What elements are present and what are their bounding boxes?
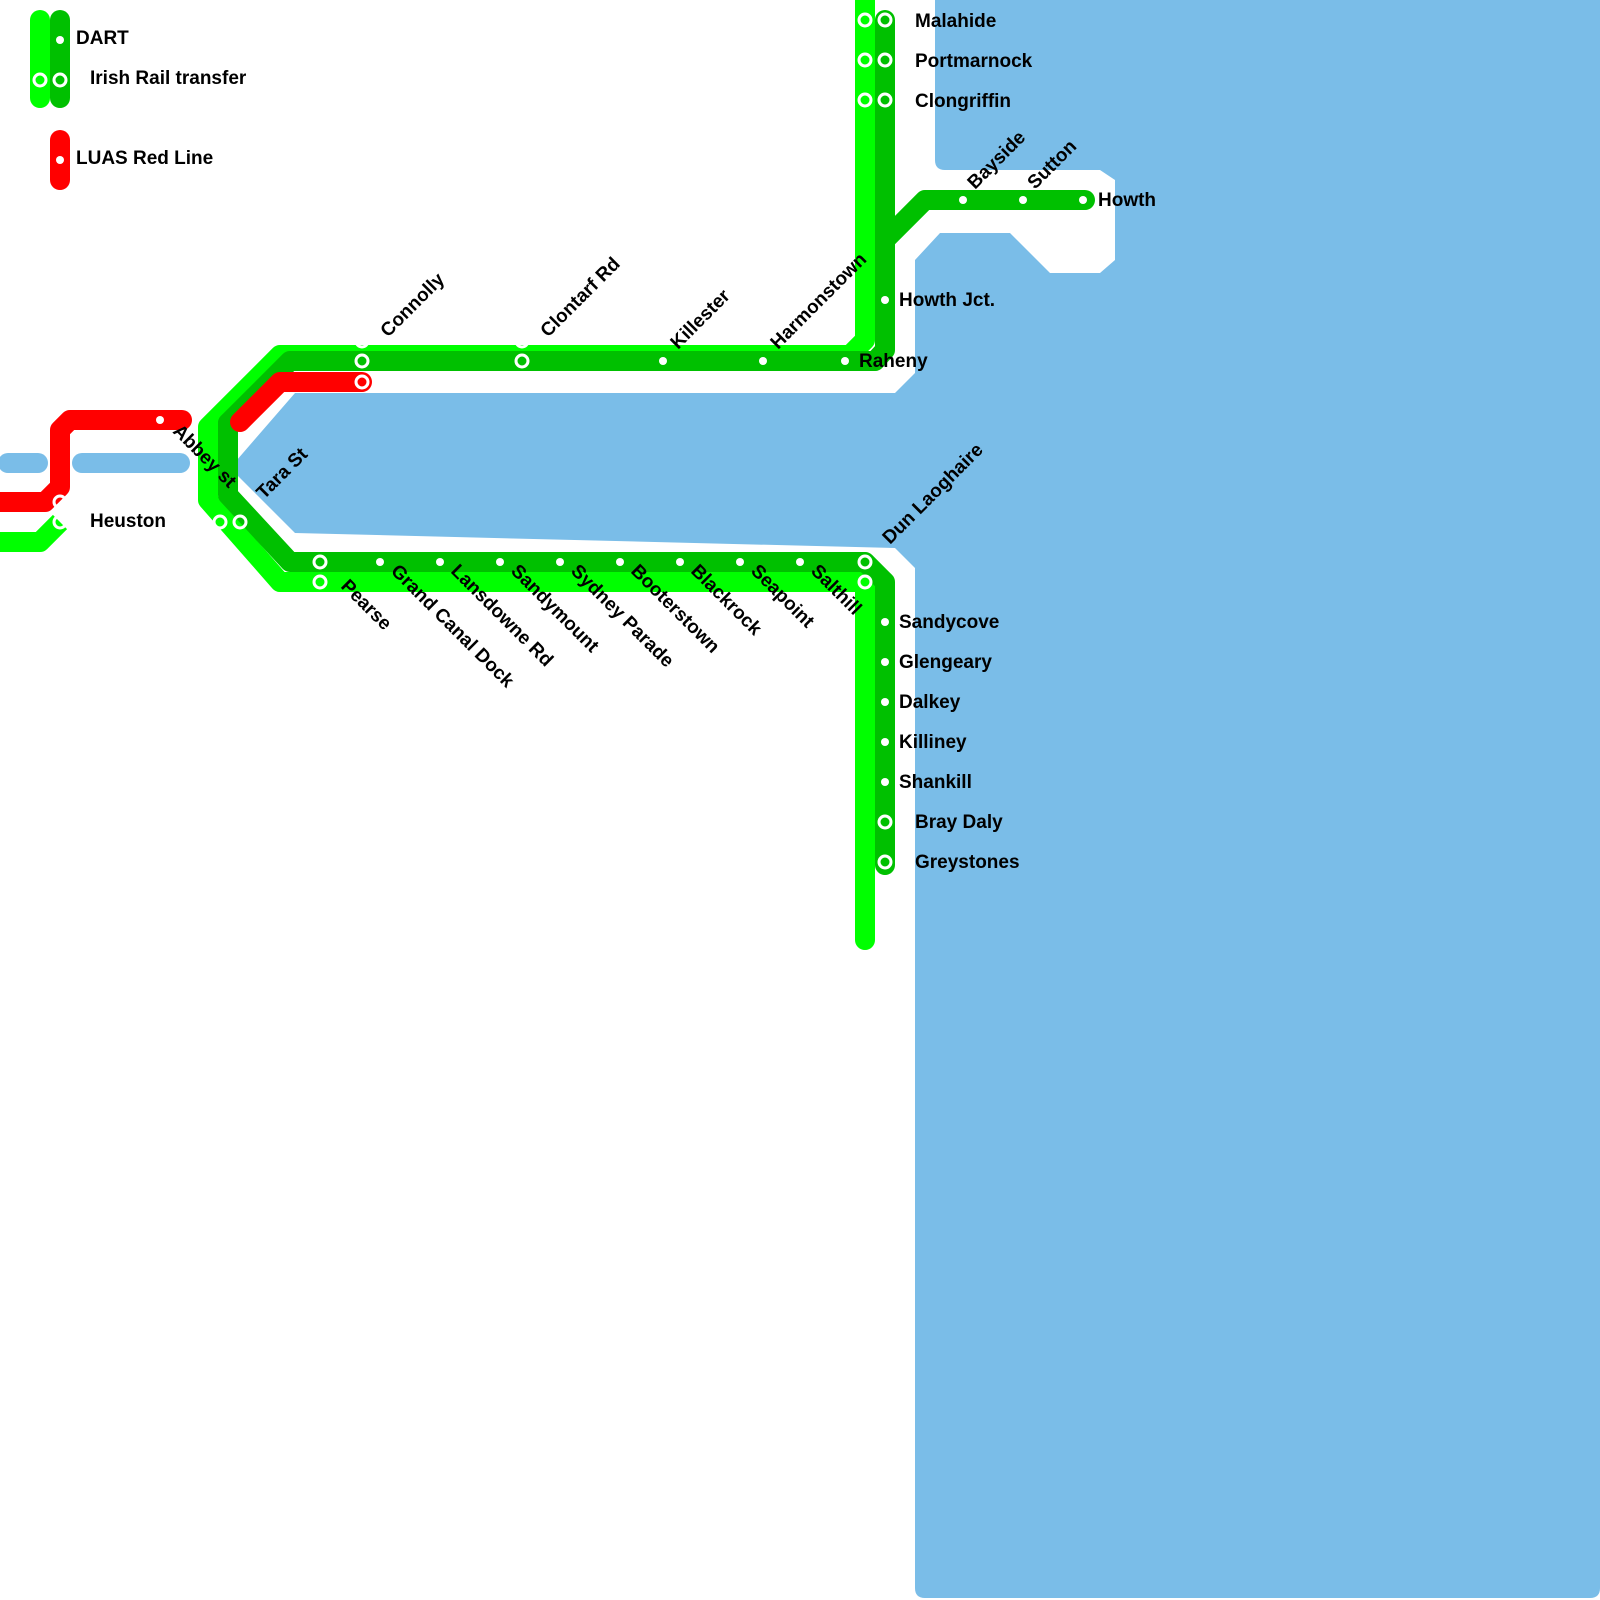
salthill-station-dot[interactable] [796, 558, 804, 566]
legend-station-dot [56, 36, 64, 44]
dalkey-station-dot[interactable] [881, 698, 889, 706]
lansdowne-rd-station-dot[interactable] [436, 558, 444, 566]
connolly-luas-transfer-ring[interactable] [354, 374, 370, 390]
legend-luas-dot [56, 156, 64, 164]
luas-red-line [0, 410, 192, 512]
station-label-howth-jct[interactable]: Howth Jct. [899, 290, 995, 311]
dun-laoghaire-transfer-ring[interactable] [857, 554, 873, 570]
station-label-killester[interactable]: Killester [667, 285, 735, 353]
dart-line-west [0, 514, 68, 552]
raheny-station-dot[interactable] [841, 357, 849, 365]
sydney-parade-station-dot[interactable] [556, 558, 564, 566]
station-label-dalkey[interactable]: Dalkey [899, 692, 961, 713]
legend-transfer-ring [32, 72, 48, 88]
station-label-malahide[interactable]: Malahide [915, 11, 996, 32]
station-label-sandycove[interactable]: Sandycove [899, 612, 999, 633]
connolly-dart-transfer-ring[interactable] [354, 333, 370, 349]
sandymount-station-dot[interactable] [496, 558, 504, 566]
sandycove-station-dot[interactable] [881, 618, 889, 626]
bayside-station-dot[interactable] [959, 196, 967, 204]
blackrock-station-dot[interactable] [676, 558, 684, 566]
pearse-transfer-ring[interactable] [312, 554, 328, 570]
clongriffin-dart-transfer-ring[interactable] [857, 92, 873, 108]
luas-red-line-east [230, 372, 372, 432]
clongriffin-transfer-ring[interactable] [877, 92, 893, 108]
howth-jct-station-dot[interactable] [881, 296, 889, 304]
pearse-dart-transfer-ring[interactable] [312, 574, 328, 590]
bray-daly-transfer-ring[interactable] [877, 814, 893, 830]
legend-transfer-label: Irish Rail transfer [90, 68, 247, 89]
station-label-clongriffin[interactable]: Clongriffin [915, 91, 1011, 112]
howth-station-dot[interactable] [1079, 196, 1087, 204]
connolly-transfer-ring[interactable] [354, 353, 370, 369]
legend-luas-label: LUAS Red Line [76, 148, 213, 169]
dun-laoghaire-dart-transfer-ring[interactable] [857, 574, 873, 590]
shankill-station-dot[interactable] [881, 778, 889, 786]
booterstown-station-dot[interactable] [616, 558, 624, 566]
irish-rail-line-inner-south [218, 413, 895, 875]
seapoint-station-dot[interactable] [736, 558, 744, 566]
portmarnock-dart-transfer-ring[interactable] [857, 52, 873, 68]
station-label-clontarf-rd[interactable]: Clontarf Rd [537, 254, 625, 342]
sutton-station-dot[interactable] [1019, 196, 1027, 204]
tara-st-transfer-ring[interactable] [232, 514, 248, 530]
tara-st-dart-transfer-ring[interactable] [212, 514, 228, 530]
station-label-bray-daly[interactable]: Bray Daly [915, 812, 1003, 833]
station-label-shankill[interactable]: Shankill [899, 772, 972, 793]
killester-station-dot[interactable] [659, 357, 667, 365]
harmonstown-station-dot[interactable] [759, 357, 767, 365]
dublin-bay [230, 0, 1600, 1598]
station-label-glengeary[interactable]: Glengeary [899, 652, 992, 673]
malahide-transfer-ring[interactable] [877, 12, 893, 28]
irish-rail-line-inner [218, 10, 895, 433]
station-label-howth[interactable]: Howth [1098, 190, 1156, 211]
malahide-dart-transfer-ring[interactable] [857, 12, 873, 28]
station-label-raheny[interactable]: Raheny [859, 351, 928, 372]
greystones-transfer-ring[interactable] [877, 854, 893, 870]
killiney-station-dot[interactable] [881, 738, 889, 746]
heuston-transfer-ring[interactable] [52, 514, 68, 530]
clontarf-rd-transfer-ring[interactable] [514, 353, 530, 369]
station-label-connolly[interactable]: Connolly [377, 269, 450, 342]
howth-branch [875, 190, 1095, 250]
dart-line-outer [198, 0, 875, 950]
clontarf-rd-dart-transfer-ring[interactable] [514, 333, 530, 349]
abbey-st-station-dot[interactable] [156, 416, 164, 424]
station-label-portmarnock[interactable]: Portmarnock [915, 51, 1033, 72]
station-label-heuston[interactable]: Heuston [90, 511, 166, 532]
portmarnock-transfer-ring[interactable] [877, 52, 893, 68]
station-label-greystones[interactable]: Greystones [915, 852, 1020, 873]
legend-transfer-ring [52, 72, 68, 88]
legend-dart-label: DART [76, 28, 129, 49]
glengeary-station-dot[interactable] [881, 658, 889, 666]
heuston-luas-transfer-ring[interactable] [52, 494, 68, 510]
legend: DART Irish Rail transfer LUAS Red Line [30, 10, 247, 190]
grand-canal-dock-station-dot[interactable] [376, 558, 384, 566]
station-label-killiney[interactable]: Killiney [899, 732, 967, 753]
